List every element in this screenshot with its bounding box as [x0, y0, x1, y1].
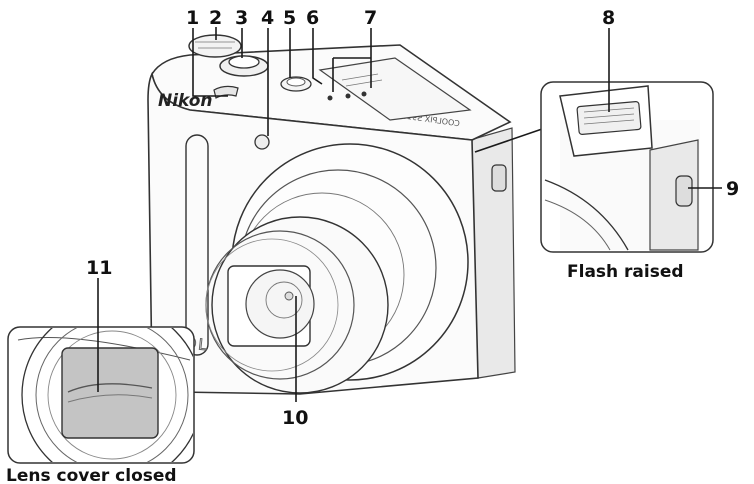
top-controls — [188, 34, 472, 121]
callout-6: 6 — [306, 7, 319, 29]
af-assist-lamp — [254, 134, 270, 150]
lens-cover-caption: Lens cover closed — [6, 466, 177, 484]
inset-lens-cover — [7, 278, 195, 464]
callout-4: 4 — [261, 7, 274, 29]
shutter-release-button — [228, 55, 260, 69]
callout-7: 7 — [364, 7, 377, 29]
callout-8: 8 — [602, 7, 615, 29]
callout-9: 9 — [726, 178, 739, 200]
callout-5: 5 — [283, 7, 296, 29]
flash-raised-caption: Flash raised — [567, 262, 684, 282]
inset-flash-raised — [540, 28, 722, 253]
side-flash-switch — [491, 164, 507, 192]
callout-10: 10 — [282, 407, 308, 429]
lens-glass — [245, 269, 315, 339]
callout-1: 1 — [186, 7, 199, 29]
callout-numbers: 1 2 3 4 5 6 7 8 9 10 11 — [86, 7, 739, 429]
mode-dial — [188, 34, 242, 58]
microphone — [327, 95, 333, 101]
flash-switch — [675, 175, 693, 207]
callout-lines — [192, 27, 546, 402]
lens-cover — [61, 347, 159, 439]
lens-assembly — [205, 143, 469, 394]
flash-housing — [318, 57, 472, 121]
callout-2: 2 — [209, 7, 222, 29]
front-grip — [185, 134, 209, 356]
nikon-logo: Nikon — [158, 91, 213, 111]
callout-11: 11 — [86, 257, 112, 279]
flash-window — [576, 101, 642, 135]
callout-3: 3 — [235, 7, 248, 29]
